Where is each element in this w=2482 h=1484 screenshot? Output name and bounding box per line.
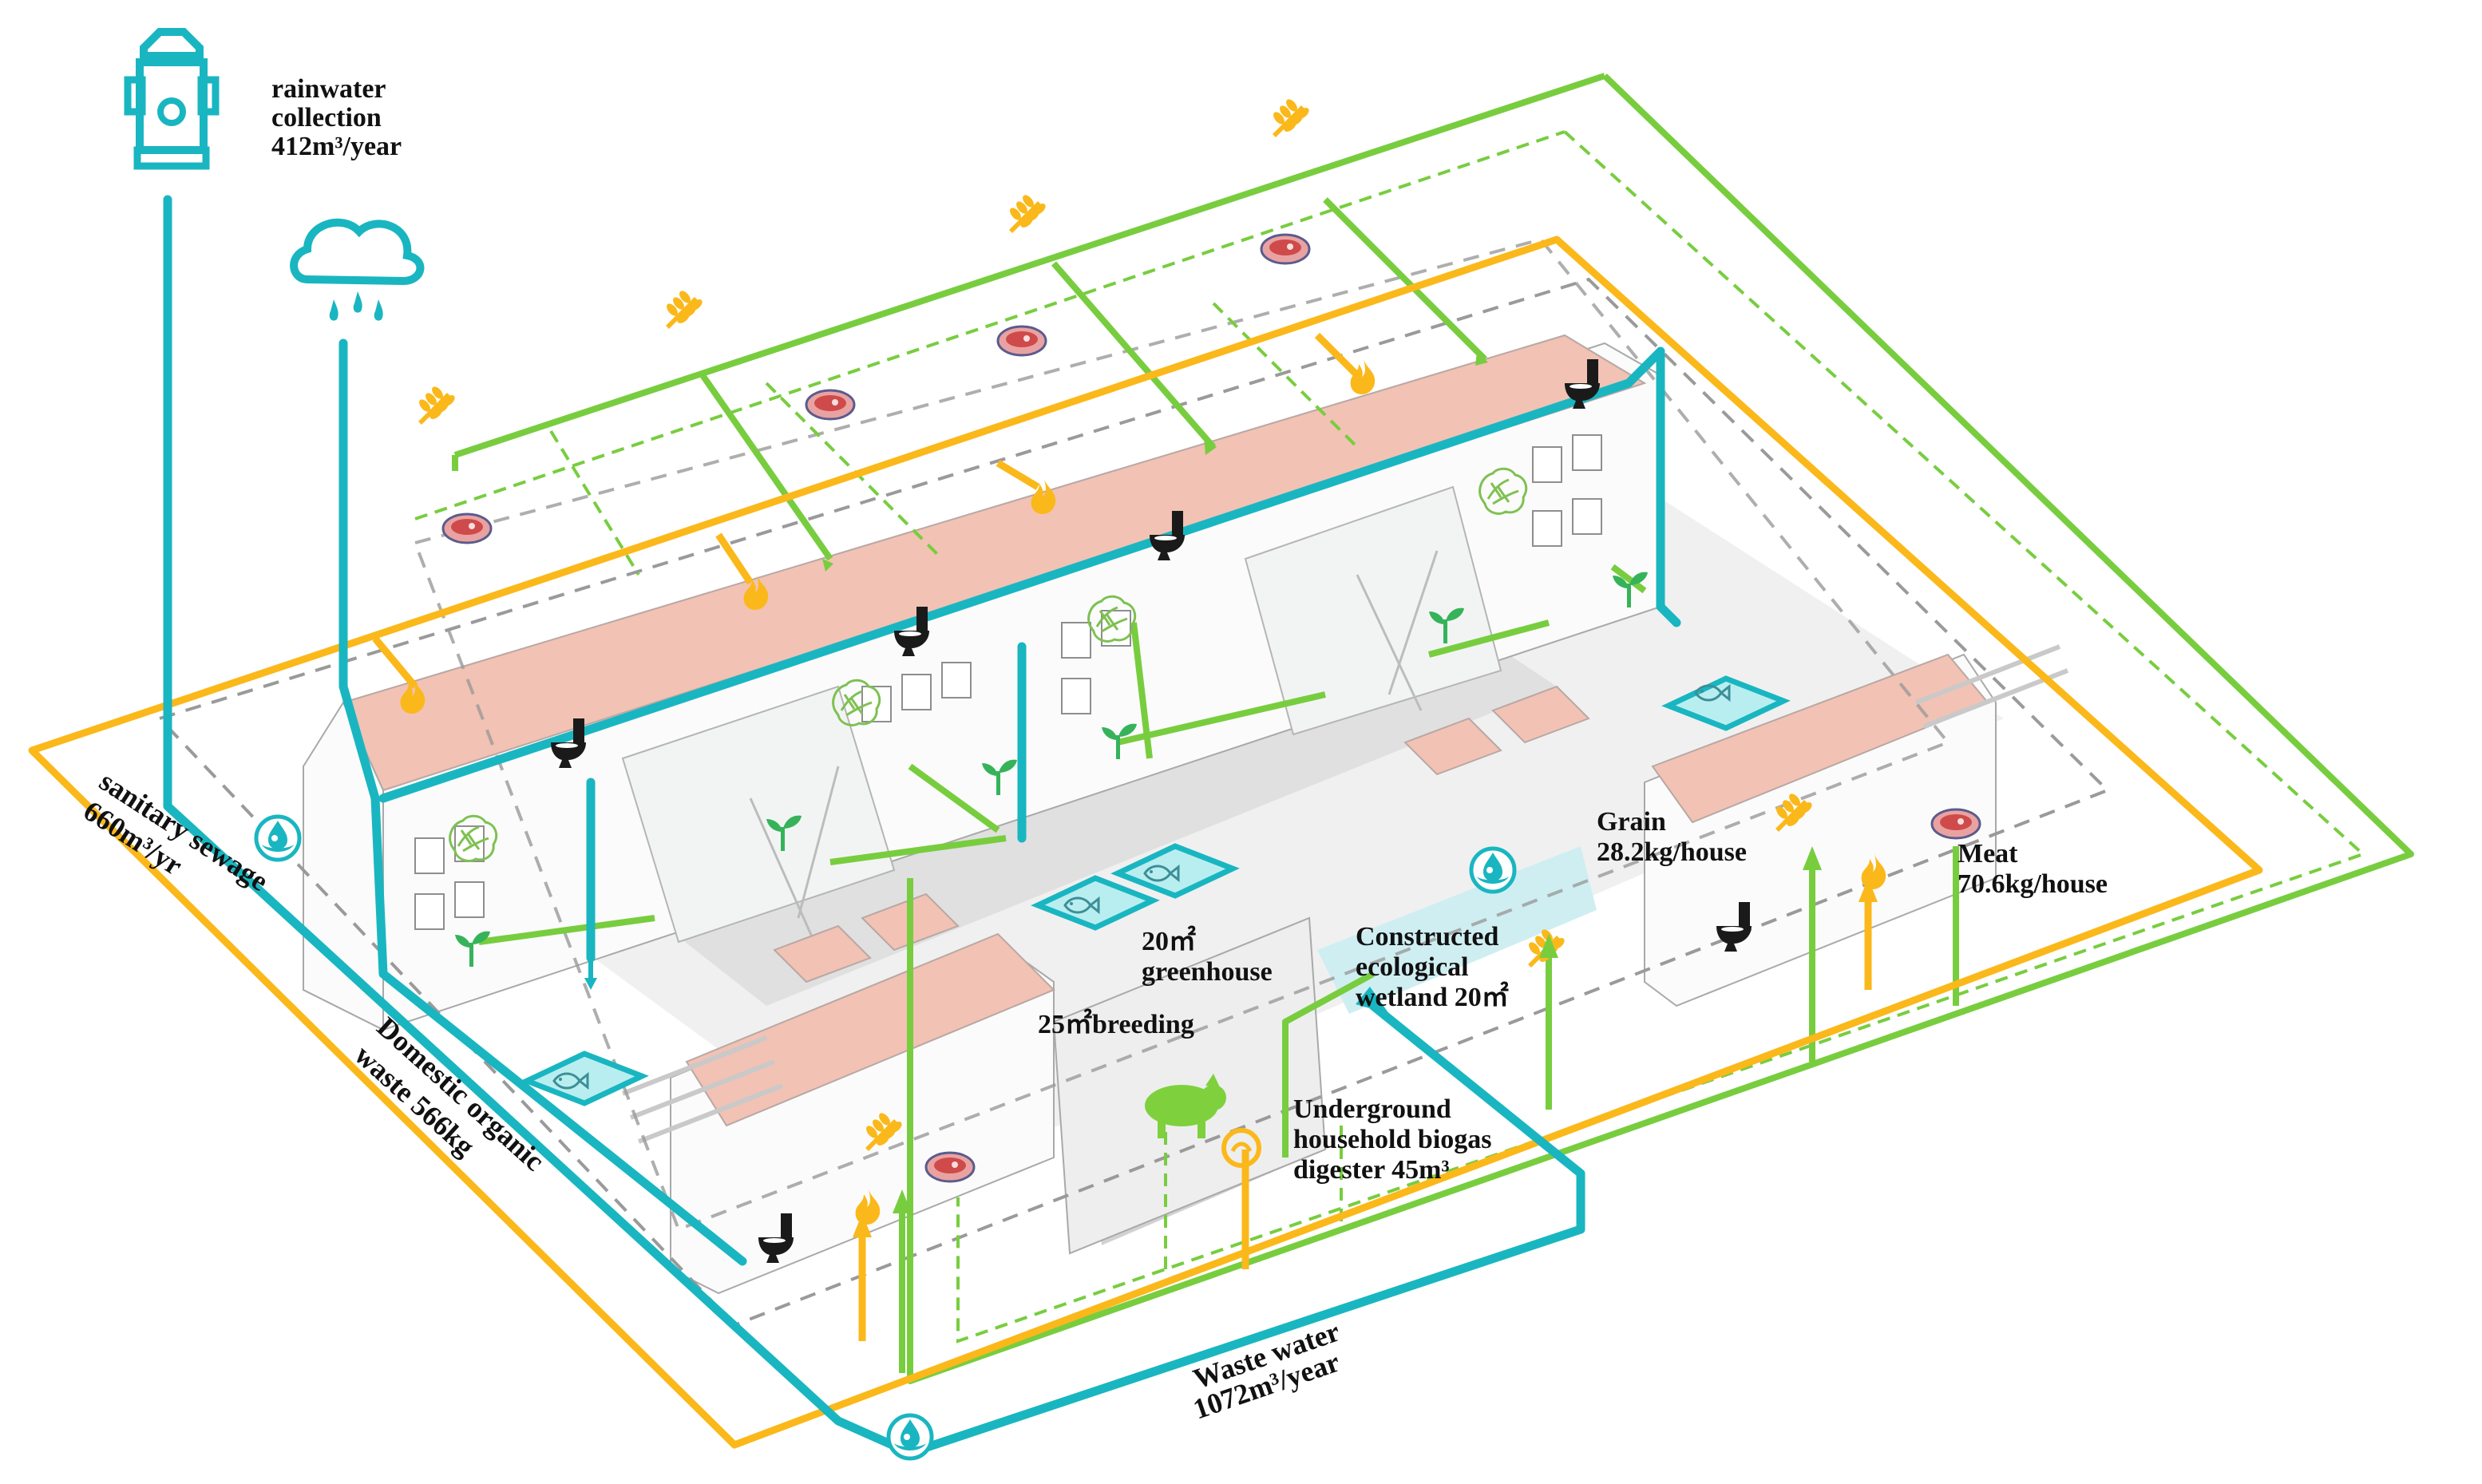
windows bbox=[414, 434, 1602, 930]
biogas-label: Underground bbox=[1293, 1094, 1451, 1124]
biogas-value: digester 45m³ bbox=[1293, 1155, 1450, 1185]
rainwater-value: 412m³/year bbox=[271, 132, 402, 161]
wetland-value: wetland 20㎡ bbox=[1356, 981, 1509, 1012]
breeding-label: 25㎡breeding bbox=[1038, 1008, 1194, 1039]
site-boundary bbox=[156, 237, 2111, 1328]
rainwater-label: rainwater bbox=[271, 74, 386, 104]
back-row-building bbox=[303, 334, 1661, 1031]
flow-arrows bbox=[822, 351, 1878, 1237]
biogas-label-2: household biogas bbox=[1293, 1125, 1492, 1154]
biogas-icon bbox=[1221, 1128, 1261, 1168]
greenhouse-area: 20㎡ bbox=[1142, 925, 1196, 956]
meat-value: 70.6kg/house bbox=[1957, 869, 2108, 899]
greenhouse-label: greenhouse bbox=[1142, 957, 1273, 987]
wetland-label-2: ecological bbox=[1356, 952, 1469, 982]
organic-waste-network bbox=[28, 235, 2263, 1449]
grain-label: Grain bbox=[1597, 807, 1666, 837]
pig-icon bbox=[1145, 1074, 1226, 1138]
grain-value: 28.2kg/house bbox=[1597, 837, 1747, 867]
food-flow-network bbox=[414, 73, 2414, 1384]
hydrant-icon bbox=[124, 28, 220, 170]
wetland-label: Constructed bbox=[1356, 922, 1499, 952]
rain-cloud-icon bbox=[290, 218, 425, 321]
meat-label: Meat bbox=[1957, 839, 2018, 869]
rainwater-label-2: collection bbox=[271, 103, 382, 133]
